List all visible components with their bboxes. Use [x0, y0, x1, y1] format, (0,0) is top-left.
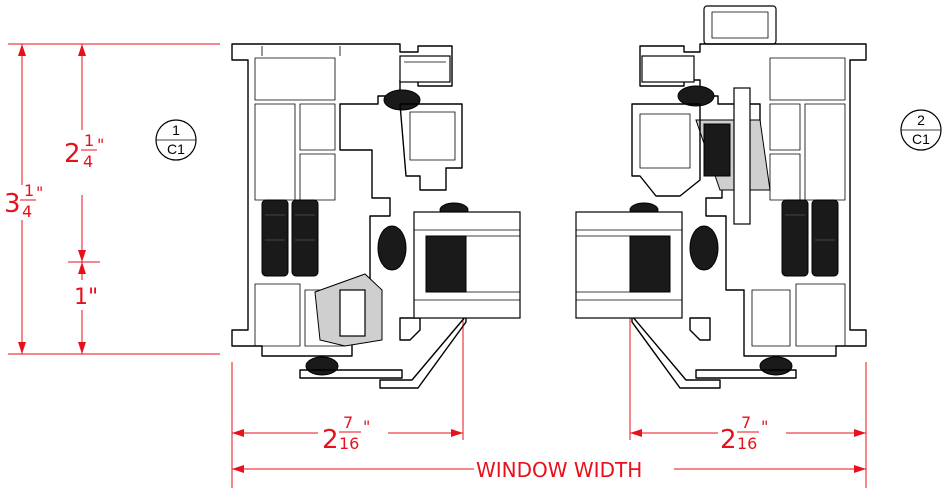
dimension-lines — [8, 43, 867, 488]
left-frame-section — [231, 43, 521, 389]
right-width-label: 2 7 16 " — [720, 413, 768, 455]
callout-bubble-2: 2 C1 — [900, 109, 942, 151]
overall-height-unit: " — [36, 183, 43, 202]
overall-height-whole: 3 — [4, 189, 21, 219]
right-width-whole: 2 — [720, 425, 737, 455]
right-width-numerator: 7 — [741, 413, 751, 432]
callout-2-bottom: C1 — [912, 131, 930, 147]
callout-2-top: 2 — [917, 112, 925, 128]
overall-height-label: 3 1 4 " — [4, 181, 43, 221]
callout-1-bottom: C1 — [167, 141, 185, 157]
upper-height-numerator: 1 — [84, 131, 94, 150]
left-width-whole: 2 — [322, 425, 339, 455]
left-width-numerator: 7 — [343, 413, 353, 432]
right-frame-section — [575, 5, 867, 389]
overall-height-denominator: 4 — [22, 202, 32, 221]
left-width-denominator: 16 — [339, 434, 359, 453]
right-width-unit: " — [761, 417, 768, 436]
upper-height-unit: " — [97, 135, 104, 154]
callout-bubble-1: 1 C1 — [155, 119, 197, 161]
upper-height-whole: 2 — [64, 139, 81, 169]
upper-height-denominator: 4 — [83, 152, 93, 171]
right-width-denominator: 16 — [737, 434, 757, 453]
overall-height-numerator: 1 — [24, 181, 34, 200]
lower-height-label: 1" — [74, 285, 98, 310]
left-width-label: 2 7 16 " — [322, 413, 370, 455]
callout-1-top: 1 — [172, 122, 180, 138]
window-width-label: WINDOW WIDTH — [476, 458, 642, 482]
left-width-unit: " — [363, 417, 370, 436]
upper-height-label: 2 1 4 " — [64, 131, 104, 171]
